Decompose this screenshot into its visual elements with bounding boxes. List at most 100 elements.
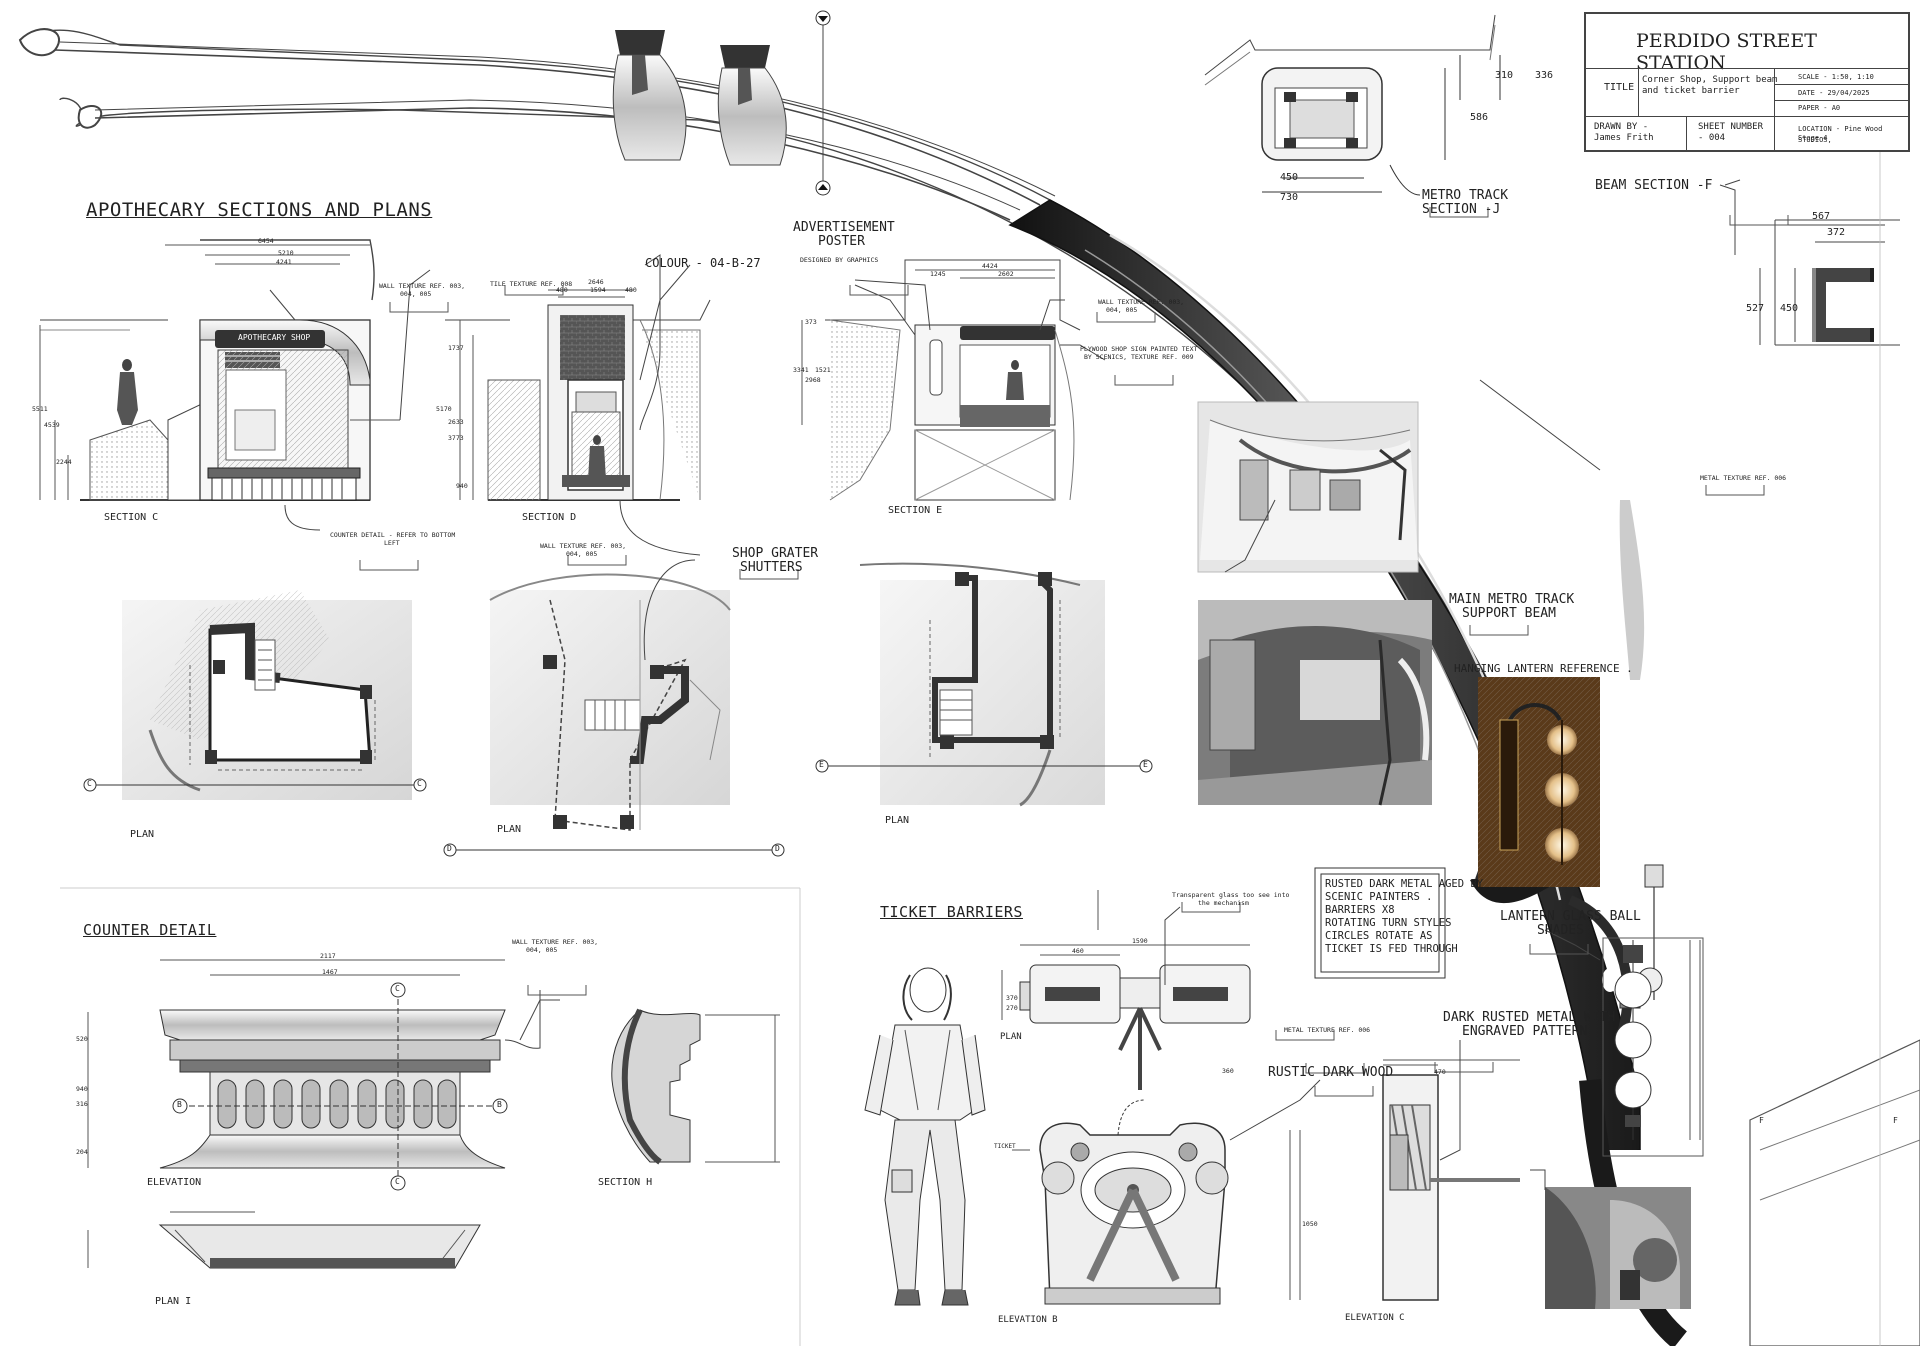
- label-dark-metal-2: ENGRAVED PATTERN: [1462, 1024, 1588, 1039]
- note-metal-tex-beam: METAL TEXTURE REF. 006: [1700, 474, 1787, 482]
- note-counter-detail-2: LEFT: [384, 539, 400, 547]
- dim-5511: 5511: [32, 405, 48, 413]
- marker-c-right: C: [417, 779, 422, 788]
- marker-e-left: E: [819, 760, 824, 769]
- marker-d-left: D: [447, 844, 452, 853]
- lantern-photo: [1478, 677, 1600, 887]
- label-plan-c: PLAN: [130, 829, 155, 840]
- dim-2602: 2602: [998, 270, 1014, 278]
- ticket-note-5: CIRCLES ROTATE AS: [1325, 930, 1433, 942]
- dim-2968: 2968: [805, 376, 821, 384]
- label-dark-metal-1: DARK RUSTED METAL WITH: [1443, 1010, 1616, 1025]
- ticket-note-6: TICKET IS FED THROUGH: [1325, 943, 1458, 955]
- ticket-note-4: ROTATING TURN STYLES: [1325, 917, 1452, 929]
- label-lantern-glass-1: LANTERN GLASS BALL: [1500, 909, 1641, 924]
- ticket-barrier-elevation-c: [1382, 1059, 1546, 1301]
- dim-1245: 1245: [930, 270, 946, 278]
- dim-460: 460: [1072, 947, 1084, 955]
- dim-1737: 1737: [448, 344, 464, 352]
- marker-f-left: F: [1759, 1116, 1764, 1125]
- dim-480a: 480: [556, 286, 568, 294]
- note-wall-tex-d-1: WALL TEXTURE REF. 003,: [540, 542, 627, 550]
- section-d-drawing: [445, 254, 711, 556]
- note-wall-tex-c-1: WALL TEXTURE REF. 003,: [379, 282, 466, 290]
- plan-d: [443, 573, 785, 857]
- dim-940: 940: [456, 482, 468, 490]
- dim-480b: 480: [625, 286, 637, 294]
- label-beam-section: BEAM SECTION -F: [1595, 178, 1713, 193]
- 3d-render: [1198, 600, 1432, 806]
- leader-lines: [269, 179, 1741, 1161]
- label-metro-track-2: SECTION -J: [1422, 202, 1501, 217]
- dim-5170: 5170: [436, 405, 452, 413]
- note-tile-tex: TILE TEXTURE REF. 008: [490, 280, 573, 288]
- marker-b-left: B: [177, 1100, 182, 1109]
- note-wall-tex-d-2: 004, 005: [566, 550, 598, 558]
- title-block: PERDIDO STREET STATION TITLE Corner Shop…: [1584, 12, 1910, 152]
- drawn-by-1: DRAWN BY -: [1594, 122, 1649, 132]
- marker-f-right: F: [1893, 1116, 1898, 1125]
- heading-apothecary: APOTHECARY SECTIONS AND PLANS: [86, 199, 433, 221]
- marker-cc-top: C: [395, 984, 400, 993]
- plan-c: [83, 590, 427, 800]
- label-section-c: SECTION C: [104, 512, 159, 523]
- dim-940-cnt: 940: [76, 1085, 88, 1093]
- label-elevation-c: ELEVATION C: [1345, 1313, 1405, 1323]
- dim-4539: 4539: [44, 421, 60, 429]
- note-advert: DESIGNED BY GRAPHICS: [800, 256, 879, 264]
- note-plywood-1: PLYWOOD SHOP SIGN PAINTED TEXT: [1080, 345, 1198, 353]
- counter-elevation: [60, 887, 801, 1346]
- dim-360: 360: [1222, 1067, 1234, 1075]
- label-section-d: SECTION D: [522, 512, 577, 523]
- location-text-1: LOCATION - Pine Wood STUDIOS,: [1798, 125, 1883, 144]
- label-lantern-glass-2: SHADES: [1537, 923, 1584, 938]
- dim-1594: 1594: [590, 286, 606, 294]
- dim-520: 520: [76, 1035, 88, 1043]
- dim-4424: 4424: [982, 262, 998, 270]
- label-rustic-wood: RUSTIC DARK WOOD: [1268, 1065, 1394, 1080]
- ticket-note-2: SCENIC PAINTERS .: [1325, 891, 1433, 903]
- label-metro-track-1: METRO TRACK: [1422, 188, 1509, 203]
- label-plan-d: PLAN: [497, 824, 522, 835]
- heading-ticket: TICKET BARRIERS: [880, 903, 1023, 921]
- dim-4241: 4241: [276, 258, 292, 266]
- marker-c-left: C: [87, 779, 92, 788]
- ticket-note-3: BARRIERS X8: [1325, 904, 1395, 916]
- label-section-h: SECTION H: [598, 1177, 653, 1188]
- dim-372: 372: [1827, 227, 1846, 238]
- title-value-2: and ticket barrier: [1642, 86, 1740, 96]
- lantern-elevation: [1602, 937, 1704, 1157]
- scale-text: SCALE - 1:50, 1:10: [1798, 73, 1874, 81]
- note-glass-1: Transparent glass too see into: [1172, 891, 1290, 899]
- note-glass-2: the mechanism: [1198, 899, 1249, 907]
- heading-counter: COUNTER DETAIL: [83, 921, 217, 939]
- tag-brackets: [359, 207, 1789, 1097]
- dim-1467: 1467: [322, 968, 338, 976]
- label-main-beam-2: SUPPORT BEAM: [1462, 606, 1556, 621]
- dim-527: 527: [1746, 303, 1765, 314]
- sheet-number-1: SHEET NUMBER: [1698, 122, 1764, 132]
- beam-section-f: [1719, 60, 1900, 1346]
- note-wall-tex-counter-2: 004, 005: [526, 946, 558, 954]
- label-lantern-ref: HANGING LANTERN REFERENCE .: [1454, 662, 1633, 675]
- dim-336: 336: [1535, 70, 1554, 81]
- label-elevation-b: ELEVATION B: [998, 1315, 1058, 1325]
- dim-730: 730: [1280, 192, 1299, 203]
- note-metal-tex-ticket: METAL TEXTURE REF. 006: [1284, 1026, 1371, 1034]
- ticket-note-1: RUSTED DARK METAL AGED BY: [1325, 878, 1484, 890]
- label-main-beam-1: MAIN METRO TRACK: [1449, 592, 1575, 607]
- date-text: DATE - 29/04/2025: [1798, 89, 1870, 97]
- location-text-2: Stage 4: [1798, 134, 1828, 142]
- label-advert-2: POSTER: [818, 234, 865, 249]
- title-label: TITLE: [1604, 82, 1635, 93]
- note-wall-tex-e-1: WALL TEXTURE REF. 003,: [1098, 298, 1185, 306]
- note-counter-detail-1: COUNTER DETAIL - REFER TO BOTTOM: [330, 531, 456, 539]
- label-plan-e: PLAN: [885, 815, 910, 826]
- dim-3341: 3341: [793, 366, 809, 374]
- section-e-drawing: [801, 259, 1081, 501]
- dim-316: 316: [76, 1100, 88, 1108]
- label-section-e: SECTION E: [888, 505, 943, 516]
- marker-cc-bottom: C: [395, 1177, 400, 1186]
- dim-370: 370: [1006, 994, 1018, 1002]
